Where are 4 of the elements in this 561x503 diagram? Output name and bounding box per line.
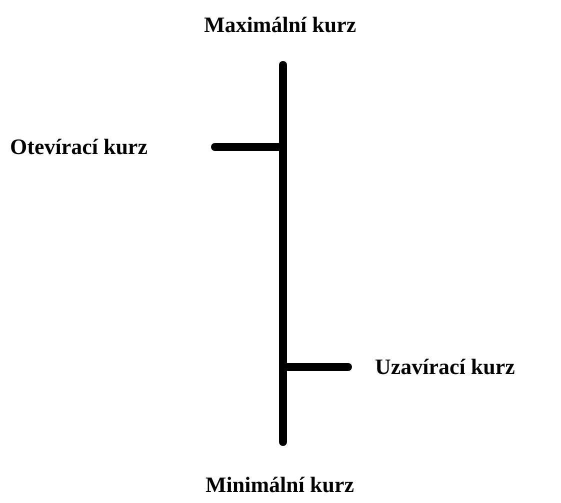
price-label: Maximální kurz	[204, 12, 356, 38]
price-label: Uzavírací kurz	[375, 354, 515, 380]
price-label: Otevírací kurz	[10, 134, 148, 160]
price-label: Minimální kurz	[206, 472, 354, 498]
